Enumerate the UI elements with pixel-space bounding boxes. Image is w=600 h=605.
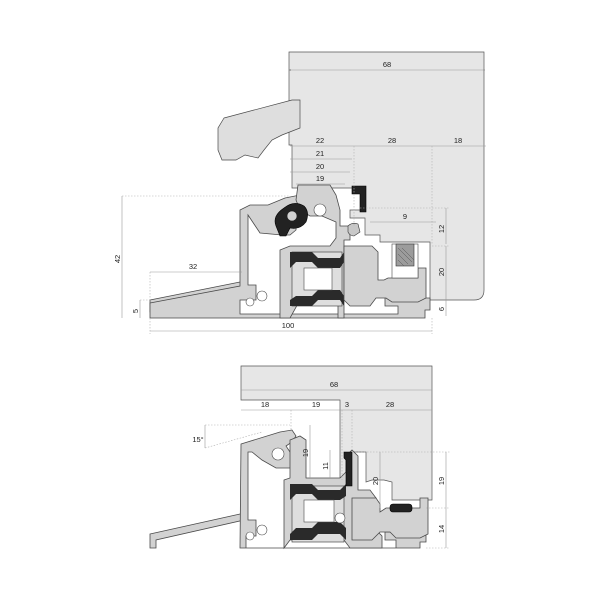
dim-label-19b: 19: [301, 449, 310, 457]
dim-label-22: 22: [316, 136, 324, 145]
dim-tick: [289, 69, 291, 71]
dim-label-19: 19: [316, 174, 324, 183]
dim-label-68b: 68: [330, 380, 338, 389]
dim-tick: [483, 69, 485, 71]
bottom-vent-hole: [271, 447, 285, 461]
dim-label-6: 6: [437, 307, 446, 311]
bottom-inner-hole: [334, 512, 346, 524]
dim-label-18: 18: [454, 136, 462, 145]
dim-label-19c: 19: [437, 477, 446, 485]
top-hatch-lines: [397, 247, 415, 267]
top-thermal-bar-lower: [290, 290, 344, 306]
dim-label-21: 21: [316, 149, 324, 158]
bottom-drain-hole-1: [245, 531, 255, 541]
bottom-thermal-bar-upper: [290, 484, 346, 500]
dim-label-9: 9: [403, 212, 407, 221]
top-thermal-cavity: [303, 267, 333, 291]
dim-label-42: 42: [113, 255, 122, 263]
dim-label-19a: 19: [312, 400, 320, 409]
top-drain-hole-1: [245, 297, 255, 307]
bottom-drain-hole-2: [256, 524, 268, 536]
bottom-section: 68 18 19 3 28 15° 19 11 20 19 14: [149, 365, 450, 550]
top-inner-frame: [343, 245, 427, 307]
bottom-sill-slope: [149, 513, 245, 549]
top-section: 68 22 28 18 21 20 19 9 12 20 6 42 32 5: [113, 51, 486, 334]
bottom-sash-panel: [240, 365, 433, 501]
dim-label-20a: 20: [316, 162, 324, 171]
dim-label-14: 14: [437, 525, 446, 533]
top-vent-hole: [313, 203, 327, 217]
dim-label-12: 12: [437, 225, 446, 233]
dim-label-11: 11: [321, 462, 330, 470]
top-gasket-inner: [347, 223, 361, 237]
dim-label-3: 3: [345, 400, 349, 409]
dim-label-28: 28: [388, 136, 396, 145]
top-drain-hole-2: [256, 290, 268, 302]
top-gasket-core: [286, 210, 298, 222]
dim-label-angle: 15°: [192, 435, 203, 444]
top-thermal-bar-upper: [290, 252, 344, 268]
dim-label-28b: 28: [386, 400, 394, 409]
dim-label-18b: 18: [261, 400, 269, 409]
dim-label-5: 5: [131, 309, 140, 313]
dim-label-32: 32: [189, 262, 197, 271]
bottom-thermal-bar-lower: [290, 522, 346, 540]
bottom-thermal-cavity: [303, 499, 335, 523]
bottom-glazing-gasket: [389, 503, 413, 513]
top-glazing-gasket: [351, 185, 367, 213]
dim-label-20b: 20: [437, 268, 446, 276]
dim-label-100: 100: [282, 321, 295, 330]
dim-label-20c: 20: [371, 477, 380, 485]
dim-ext: [204, 431, 263, 449]
top-glazing-bead: [217, 99, 301, 161]
dim-label-68: 68: [383, 60, 391, 69]
